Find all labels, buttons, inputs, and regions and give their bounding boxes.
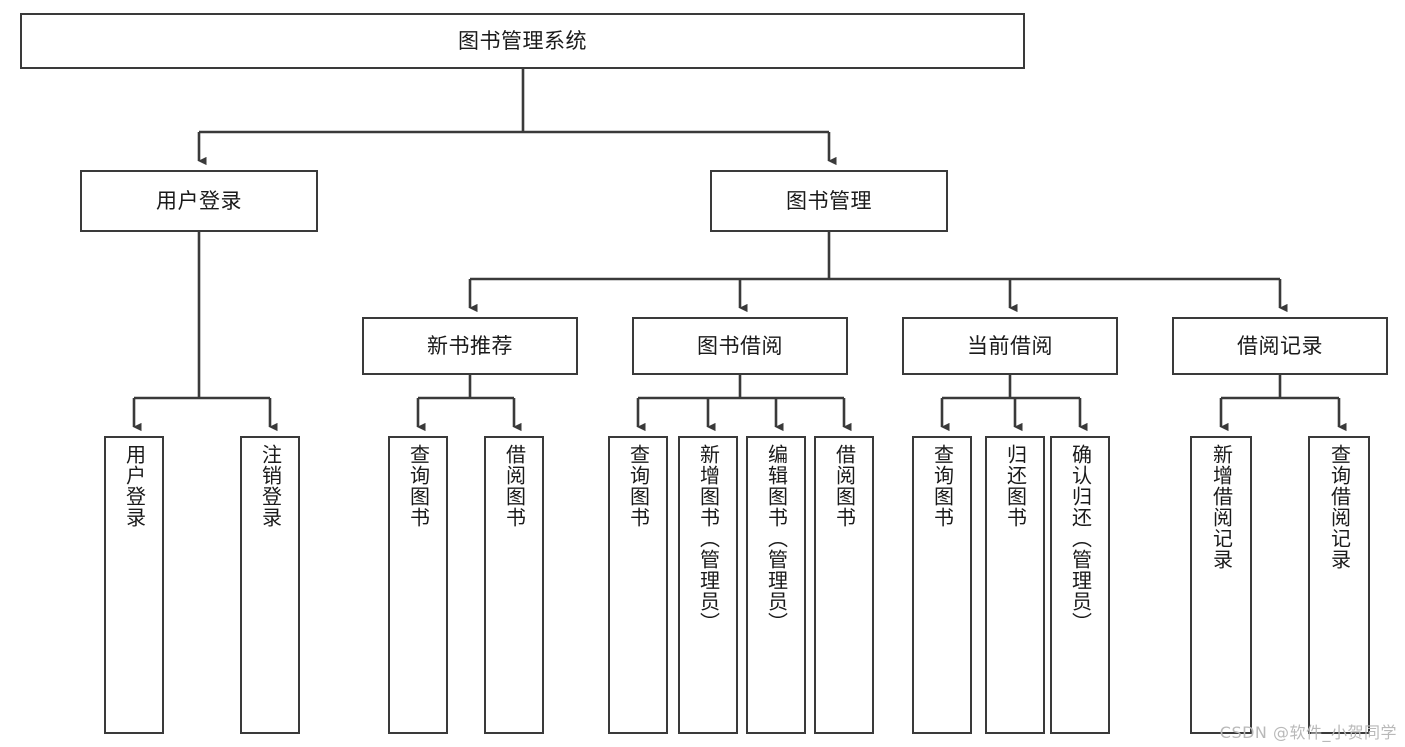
node-borrow-record[interactable]: 借阅记录 [1172,317,1388,375]
node-leaf-logout[interactable]: 注销登录 [240,436,300,734]
node-label: 查询借阅记录 [1327,444,1352,570]
node-label: 查询图书 [930,444,955,528]
node-leaf-query-2[interactable]: 查询图书 [608,436,668,734]
node-leaf-query-rec[interactable]: 查询借阅记录 [1308,436,1370,734]
node-label: 编辑图书（管理员） [764,444,789,633]
node-leaf-confirm[interactable]: 确认归还（管理员） [1050,436,1110,734]
csdn-watermark: CSDN @软件_小贺同学 [1219,723,1397,742]
node-label: 借阅记录 [1237,333,1323,358]
node-book-borrow[interactable]: 图书借阅 [632,317,848,375]
node-new-book-rec[interactable]: 新书推荐 [362,317,578,375]
node-label: 查询图书 [406,444,431,528]
node-leaf-borrow-1[interactable]: 借阅图书 [484,436,544,734]
node-label: 新增图书（管理员） [696,444,721,633]
node-current-borrow[interactable]: 当前借阅 [902,317,1118,375]
node-leaf-query-1[interactable]: 查询图书 [388,436,448,734]
node-user-login[interactable]: 用户登录 [80,170,318,232]
node-label: 借阅图书 [502,444,527,528]
node-leaf-add-book[interactable]: 新增图书（管理员） [678,436,738,734]
node-leaf-edit-book[interactable]: 编辑图书（管理员） [746,436,806,734]
node-label: 用户登录 [122,444,147,528]
node-label: 借阅图书 [832,444,857,528]
node-label: 归还图书 [1003,444,1028,528]
node-leaf-query-3[interactable]: 查询图书 [912,436,972,734]
node-leaf-user-login[interactable]: 用户登录 [104,436,164,734]
node-label: 当前借阅 [967,333,1053,358]
node-leaf-add-rec[interactable]: 新增借阅记录 [1190,436,1252,734]
node-label: 查询图书 [626,444,651,528]
node-label: 图书管理 [786,188,872,213]
node-label: 注销登录 [258,444,283,528]
node-leaf-return[interactable]: 归还图书 [985,436,1045,734]
node-root[interactable]: 图书管理系统 [20,13,1025,69]
node-leaf-borrow-2[interactable]: 借阅图书 [814,436,874,734]
node-label: 确认归还（管理员） [1068,444,1093,633]
node-label: 图书借阅 [697,333,783,358]
node-book-manage[interactable]: 图书管理 [710,170,948,232]
node-label: 新书推荐 [427,333,513,358]
node-label: 用户登录 [156,188,242,213]
node-label: 新增借阅记录 [1209,444,1234,570]
node-label: 图书管理系统 [458,28,587,53]
